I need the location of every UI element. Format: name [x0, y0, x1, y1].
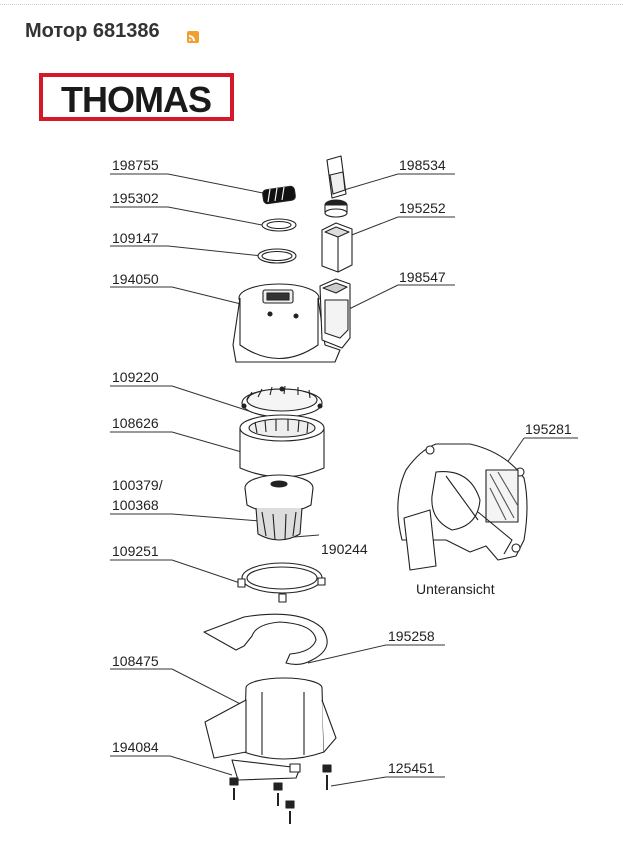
- part-label: 195302: [112, 190, 159, 206]
- filter-grille-part: [262, 185, 296, 205]
- part-label: 198547: [399, 269, 446, 285]
- part-label: 194050: [112, 271, 159, 287]
- part-label: 195252: [399, 200, 446, 216]
- part-label: 109220: [112, 369, 159, 385]
- part-label: 109251: [112, 543, 159, 559]
- screws-part: [229, 764, 332, 824]
- detail-caption: Unteransicht: [416, 581, 495, 597]
- part-label: 100379/: [112, 477, 163, 493]
- part-label: 194084: [112, 739, 159, 755]
- part-label: 195281: [525, 421, 572, 437]
- part-label: 109147: [112, 230, 159, 246]
- seal-inner: [266, 220, 292, 230]
- motor-housing-part: [232, 278, 351, 363]
- ring-inner: [261, 250, 293, 262]
- svg-text:THOMAS: THOMAS: [61, 79, 211, 120]
- part-label: 190244: [321, 541, 368, 557]
- base-housing-part: [204, 677, 337, 781]
- motor-part: [244, 474, 314, 541]
- part-label: 198755: [112, 157, 159, 173]
- part-label: 195258: [388, 628, 435, 644]
- rss-feed-icon[interactable]: [187, 31, 199, 43]
- part-label: 108626: [112, 415, 159, 431]
- motor-sleeve-part: [239, 414, 325, 478]
- part-label: 125451: [388, 760, 435, 776]
- top-divider: [0, 4, 623, 5]
- part-label: 108475: [112, 653, 159, 669]
- nozzle-part: [324, 155, 348, 218]
- bottom-view-detail: [397, 443, 528, 571]
- page-title: Мотор 681386: [25, 20, 160, 42]
- mount-ring-part: [237, 562, 326, 603]
- sleeve-part: [321, 222, 353, 273]
- thomas-logo: THOMAS: [39, 73, 234, 121]
- gasket-part: [203, 613, 328, 666]
- part-label: 100368: [112, 497, 159, 513]
- part-label: 198534: [399, 157, 446, 173]
- fan-ring-part: [241, 385, 323, 418]
